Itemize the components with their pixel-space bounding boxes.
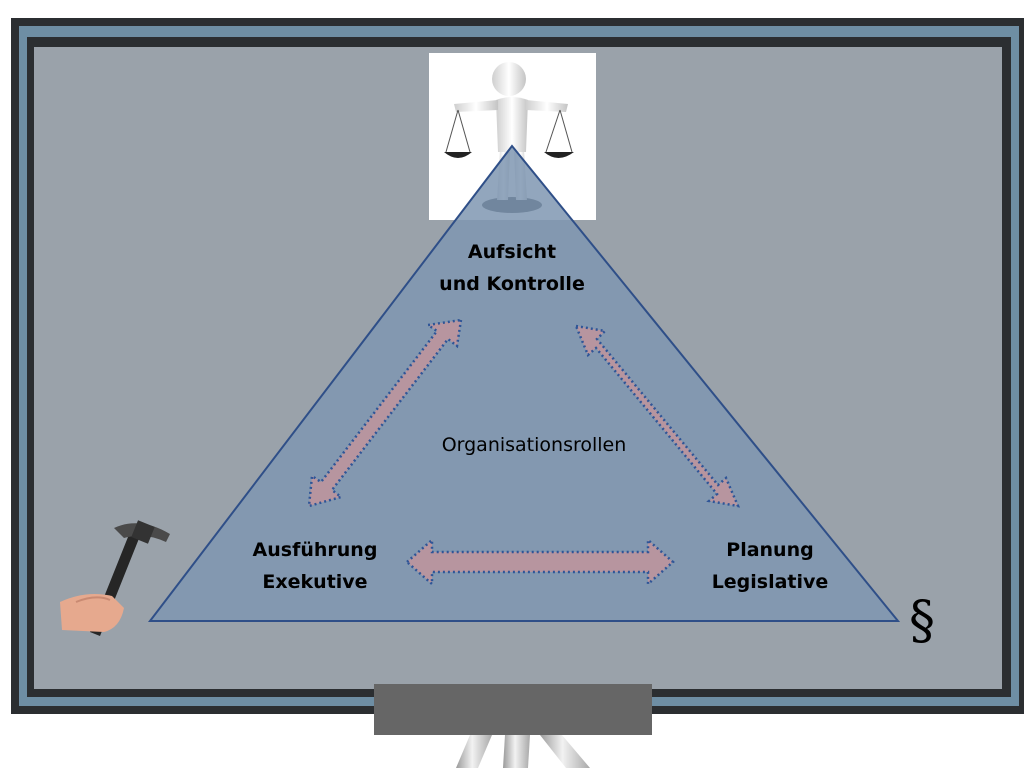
board-stand-bar [374,684,652,735]
double-arrow-top-right [573,324,741,508]
left-role-line2: Exekutive [262,571,368,593]
right-role-line1: Planung [726,539,814,561]
left-role-label: Ausführung Exekutive [230,534,400,598]
center-label: Organisationsrollen [441,434,627,456]
board-stand-legs [456,735,590,768]
top-role-label: Aufsicht und Kontrolle [412,236,612,300]
hammer-in-hand-icon [60,520,170,636]
paragraph-sign-icon: § [909,591,935,651]
role-triangle [147,144,901,622]
top-role-line1: Aufsicht [467,241,557,263]
right-role-label: Planung Legislative [685,534,855,598]
double-arrow-top-left [307,318,463,508]
top-role-line2: und Kontrolle [439,273,585,295]
double-arrow-bottom [405,537,675,587]
left-role-line1: Ausführung [252,539,378,561]
right-role-line2: Legislative [711,571,829,593]
